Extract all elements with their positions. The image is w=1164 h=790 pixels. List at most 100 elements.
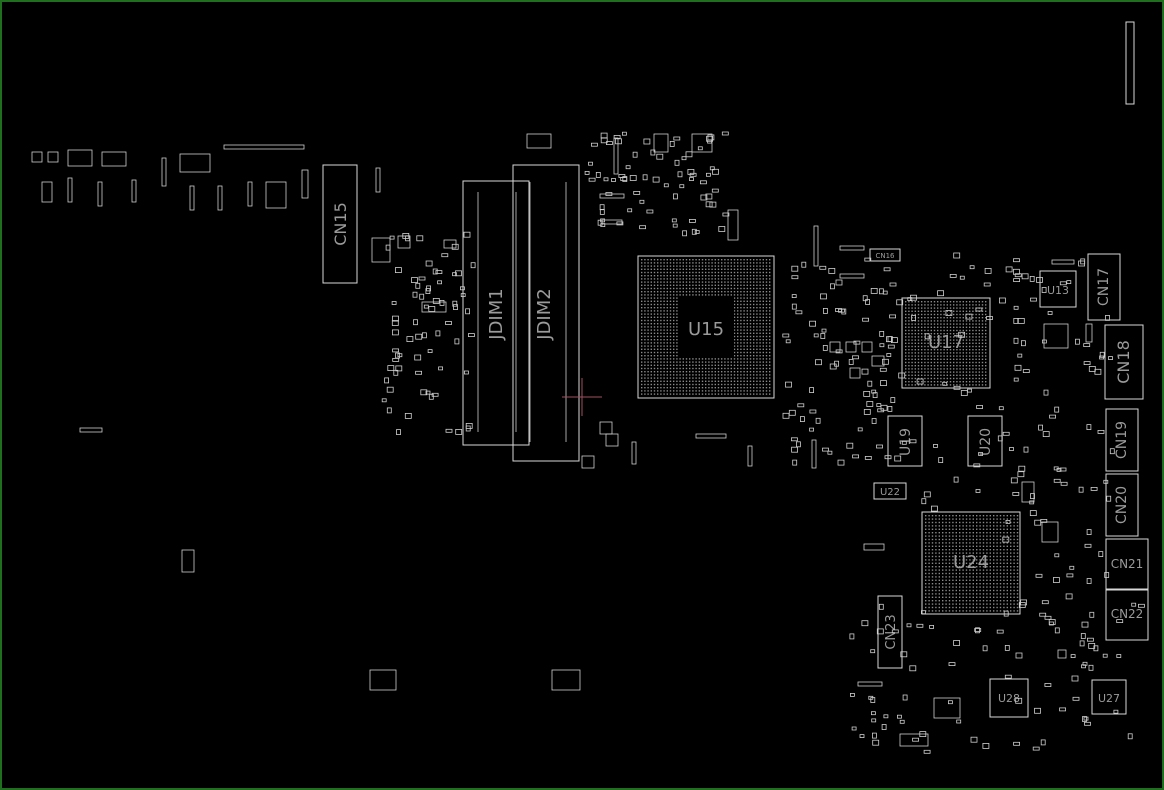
solder-ball: [730, 278, 732, 280]
solder-ball: [965, 342, 968, 344]
solder-ball: [666, 361, 668, 363]
solder-ball: [908, 329, 910, 332]
solder-ball: [1010, 566, 1012, 568]
solder-ball: [727, 374, 729, 376]
solder-ball: [660, 390, 662, 392]
solder-ball: [765, 367, 768, 370]
solder-ball: [765, 380, 768, 382]
solder-ball: [935, 538, 937, 541]
solder-ball: [942, 593, 944, 595]
solder-ball: [956, 374, 958, 376]
solder-ball: [708, 287, 710, 290]
solder-ball: [917, 355, 920, 357]
solder-ball: [685, 364, 688, 366]
solder-ball: [692, 358, 694, 360]
solder-ball: [669, 316, 672, 318]
solder-ball: [962, 301, 964, 303]
solder-ball: [733, 278, 736, 280]
solder-ball: [930, 371, 932, 373]
solder-ball: [759, 323, 761, 325]
solder-ball: [976, 562, 978, 564]
solder-ball: [641, 380, 643, 382]
solder-ball: [689, 383, 691, 386]
solder-ball: [908, 371, 910, 373]
solder-ball: [1016, 593, 1019, 595]
passive-part: [1023, 446, 1029, 453]
solder-ball: [989, 569, 991, 571]
solder-ball: [746, 342, 748, 344]
solder-ball: [689, 393, 691, 395]
solder-ball: [1016, 559, 1019, 561]
solder-ball: [955, 576, 957, 578]
solder-ball: [969, 535, 971, 537]
solder-ball: [669, 294, 672, 296]
solder-ball: [976, 549, 978, 551]
solder-ball: [938, 583, 940, 585]
solder-ball: [969, 583, 971, 585]
solder-ball: [765, 310, 768, 312]
passive-part: [1127, 733, 1133, 740]
passive-part: [1080, 258, 1086, 265]
solder-ball: [660, 371, 662, 373]
solder-ball: [969, 552, 971, 554]
solder-ball: [663, 335, 665, 338]
solder-ball: [959, 515, 961, 517]
solder-ball: [647, 326, 649, 328]
solder-ball: [669, 348, 672, 350]
solder-ball: [996, 569, 998, 571]
solder-ball: [985, 317, 987, 319]
solder-ball: [647, 387, 649, 389]
solder-ball: [740, 387, 742, 389]
solder-ball: [701, 275, 704, 277]
solder-ball: [935, 593, 937, 595]
solder-ball: [765, 265, 768, 267]
solder-ball: [1013, 521, 1015, 524]
solder-ball: [928, 603, 930, 605]
solder-ball: [765, 313, 768, 315]
solder-ball: [937, 349, 939, 351]
solder-ball: [753, 294, 755, 296]
passive-part: [415, 282, 421, 289]
solder-ball: [928, 515, 930, 517]
solder-ball: [657, 291, 659, 293]
solder-ball: [935, 515, 937, 517]
solder-ball: [673, 393, 675, 395]
solder-ball: [952, 610, 954, 612]
solder-ball: [737, 297, 739, 299]
solder-ball: [925, 603, 927, 605]
solder-ball: [921, 339, 923, 341]
solder-ball: [663, 291, 665, 293]
solder-ball: [976, 600, 978, 602]
solder-ball: [673, 326, 675, 328]
solder-ball: [727, 387, 729, 389]
solder-ball: [962, 333, 964, 335]
passive-part: [921, 498, 927, 505]
solder-ball: [965, 552, 968, 554]
solder-ball: [679, 265, 681, 267]
solder-ball: [982, 542, 985, 544]
solder-ball: [999, 586, 1002, 588]
solder-ball: [935, 579, 937, 581]
solder-ball: [959, 555, 961, 558]
solder-ball: [1010, 542, 1012, 544]
solder-ball: [676, 297, 678, 299]
solder-ball: [743, 268, 745, 270]
passive-part: [945, 310, 953, 316]
solder-ball: [756, 342, 758, 344]
passive-part: [671, 218, 677, 223]
solder-ball: [756, 323, 758, 325]
solder-ball: [724, 387, 726, 389]
passive-part: [1081, 664, 1086, 669]
solder-ball: [663, 326, 665, 328]
solder-ball: [753, 383, 755, 386]
solder-ball: [721, 284, 723, 286]
passive-part: [413, 319, 418, 326]
passive-part: [425, 288, 431, 295]
solder-ball: [740, 345, 742, 347]
solder-ball: [959, 600, 961, 602]
solder-ball: [924, 355, 926, 357]
solder-ball: [917, 361, 920, 364]
solder-ball: [905, 358, 907, 360]
